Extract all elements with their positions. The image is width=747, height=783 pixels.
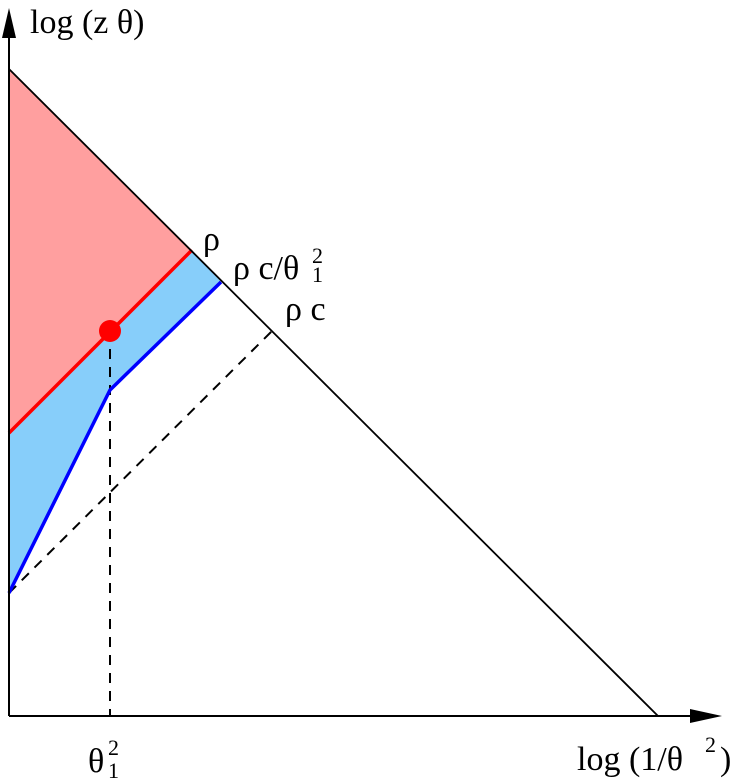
y-axis-label: log (z θ) (30, 4, 144, 41)
label-theta1-sup: 2 (108, 735, 119, 760)
label-rho-c-sup: 2 (312, 243, 323, 268)
x-axis-label-close: ) (720, 741, 731, 778)
label-rho-c: ρ c (285, 291, 326, 328)
label-theta1-sub: 1 (108, 758, 119, 783)
x-axis-label-sup: 2 (705, 732, 716, 757)
boundary-line (8, 68, 659, 717)
dashed-diagonal (8, 329, 274, 594)
label-rho-c-over-theta1-sq: ρ c/θ (233, 250, 299, 287)
label-theta1-sq: θ (88, 743, 104, 780)
red-line (7, 248, 194, 435)
red-point (99, 320, 121, 342)
x-axis-label: log (1/θ (577, 741, 683, 778)
y-axis-arrow-icon (2, 8, 16, 38)
blue-line (7, 280, 223, 594)
label-rho: ρ (203, 221, 220, 258)
x-axis-arrow-icon (690, 709, 722, 723)
red-region (9, 69, 192, 433)
blue-region (9, 250, 221, 593)
label-rho-c-sub: 1 (312, 262, 323, 287)
